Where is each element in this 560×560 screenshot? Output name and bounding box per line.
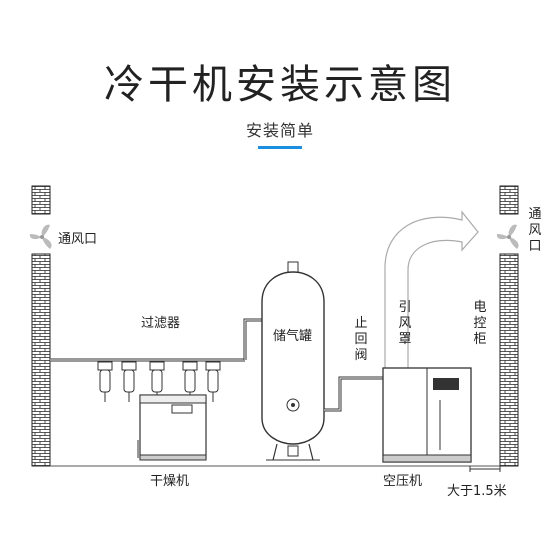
- pipe-tank-to-compressor: [324, 376, 385, 412]
- filter-unit: [205, 361, 221, 402]
- left-wall-upper: [31, 185, 51, 215]
- page-subtitle: 安装简单: [245, 121, 314, 140]
- filter-unit: [182, 361, 198, 402]
- filter-unit: [97, 361, 113, 402]
- fan-icon: [496, 224, 519, 249]
- left-wall-lower: [31, 253, 51, 467]
- check-valve-label: 止回阀: [354, 316, 368, 363]
- page-title: 冷干机安装示意图: [104, 62, 456, 108]
- compressor-label: 空压机: [383, 474, 423, 489]
- exhaust-duct: [384, 210, 479, 370]
- title-accent-bar: [258, 146, 302, 149]
- tank-label: 储气罐: [273, 329, 313, 344]
- vent-label-left: 通风口: [58, 232, 98, 247]
- fan-icon: [29, 224, 52, 249]
- dryer-label: 干燥机: [150, 474, 190, 489]
- filter-group: [97, 361, 221, 402]
- control-cabinet-label: 电控柜: [473, 300, 487, 347]
- filter-unit: [121, 361, 137, 402]
- vent-label-right: 通风口: [528, 207, 542, 254]
- air-compressor-unit: [382, 367, 472, 463]
- right-wall-upper: [499, 185, 519, 215]
- distance-marker: [469, 466, 501, 472]
- fan-hood-label: 引风罩: [398, 300, 412, 347]
- filter-label: 过滤器: [141, 316, 181, 331]
- distance-label: 大于1.5米: [447, 484, 507, 499]
- pipe-to-tank: [243, 318, 262, 360]
- right-wall-lower: [499, 253, 519, 467]
- air-tank: [261, 261, 325, 461]
- dryer-unit: [137, 394, 207, 461]
